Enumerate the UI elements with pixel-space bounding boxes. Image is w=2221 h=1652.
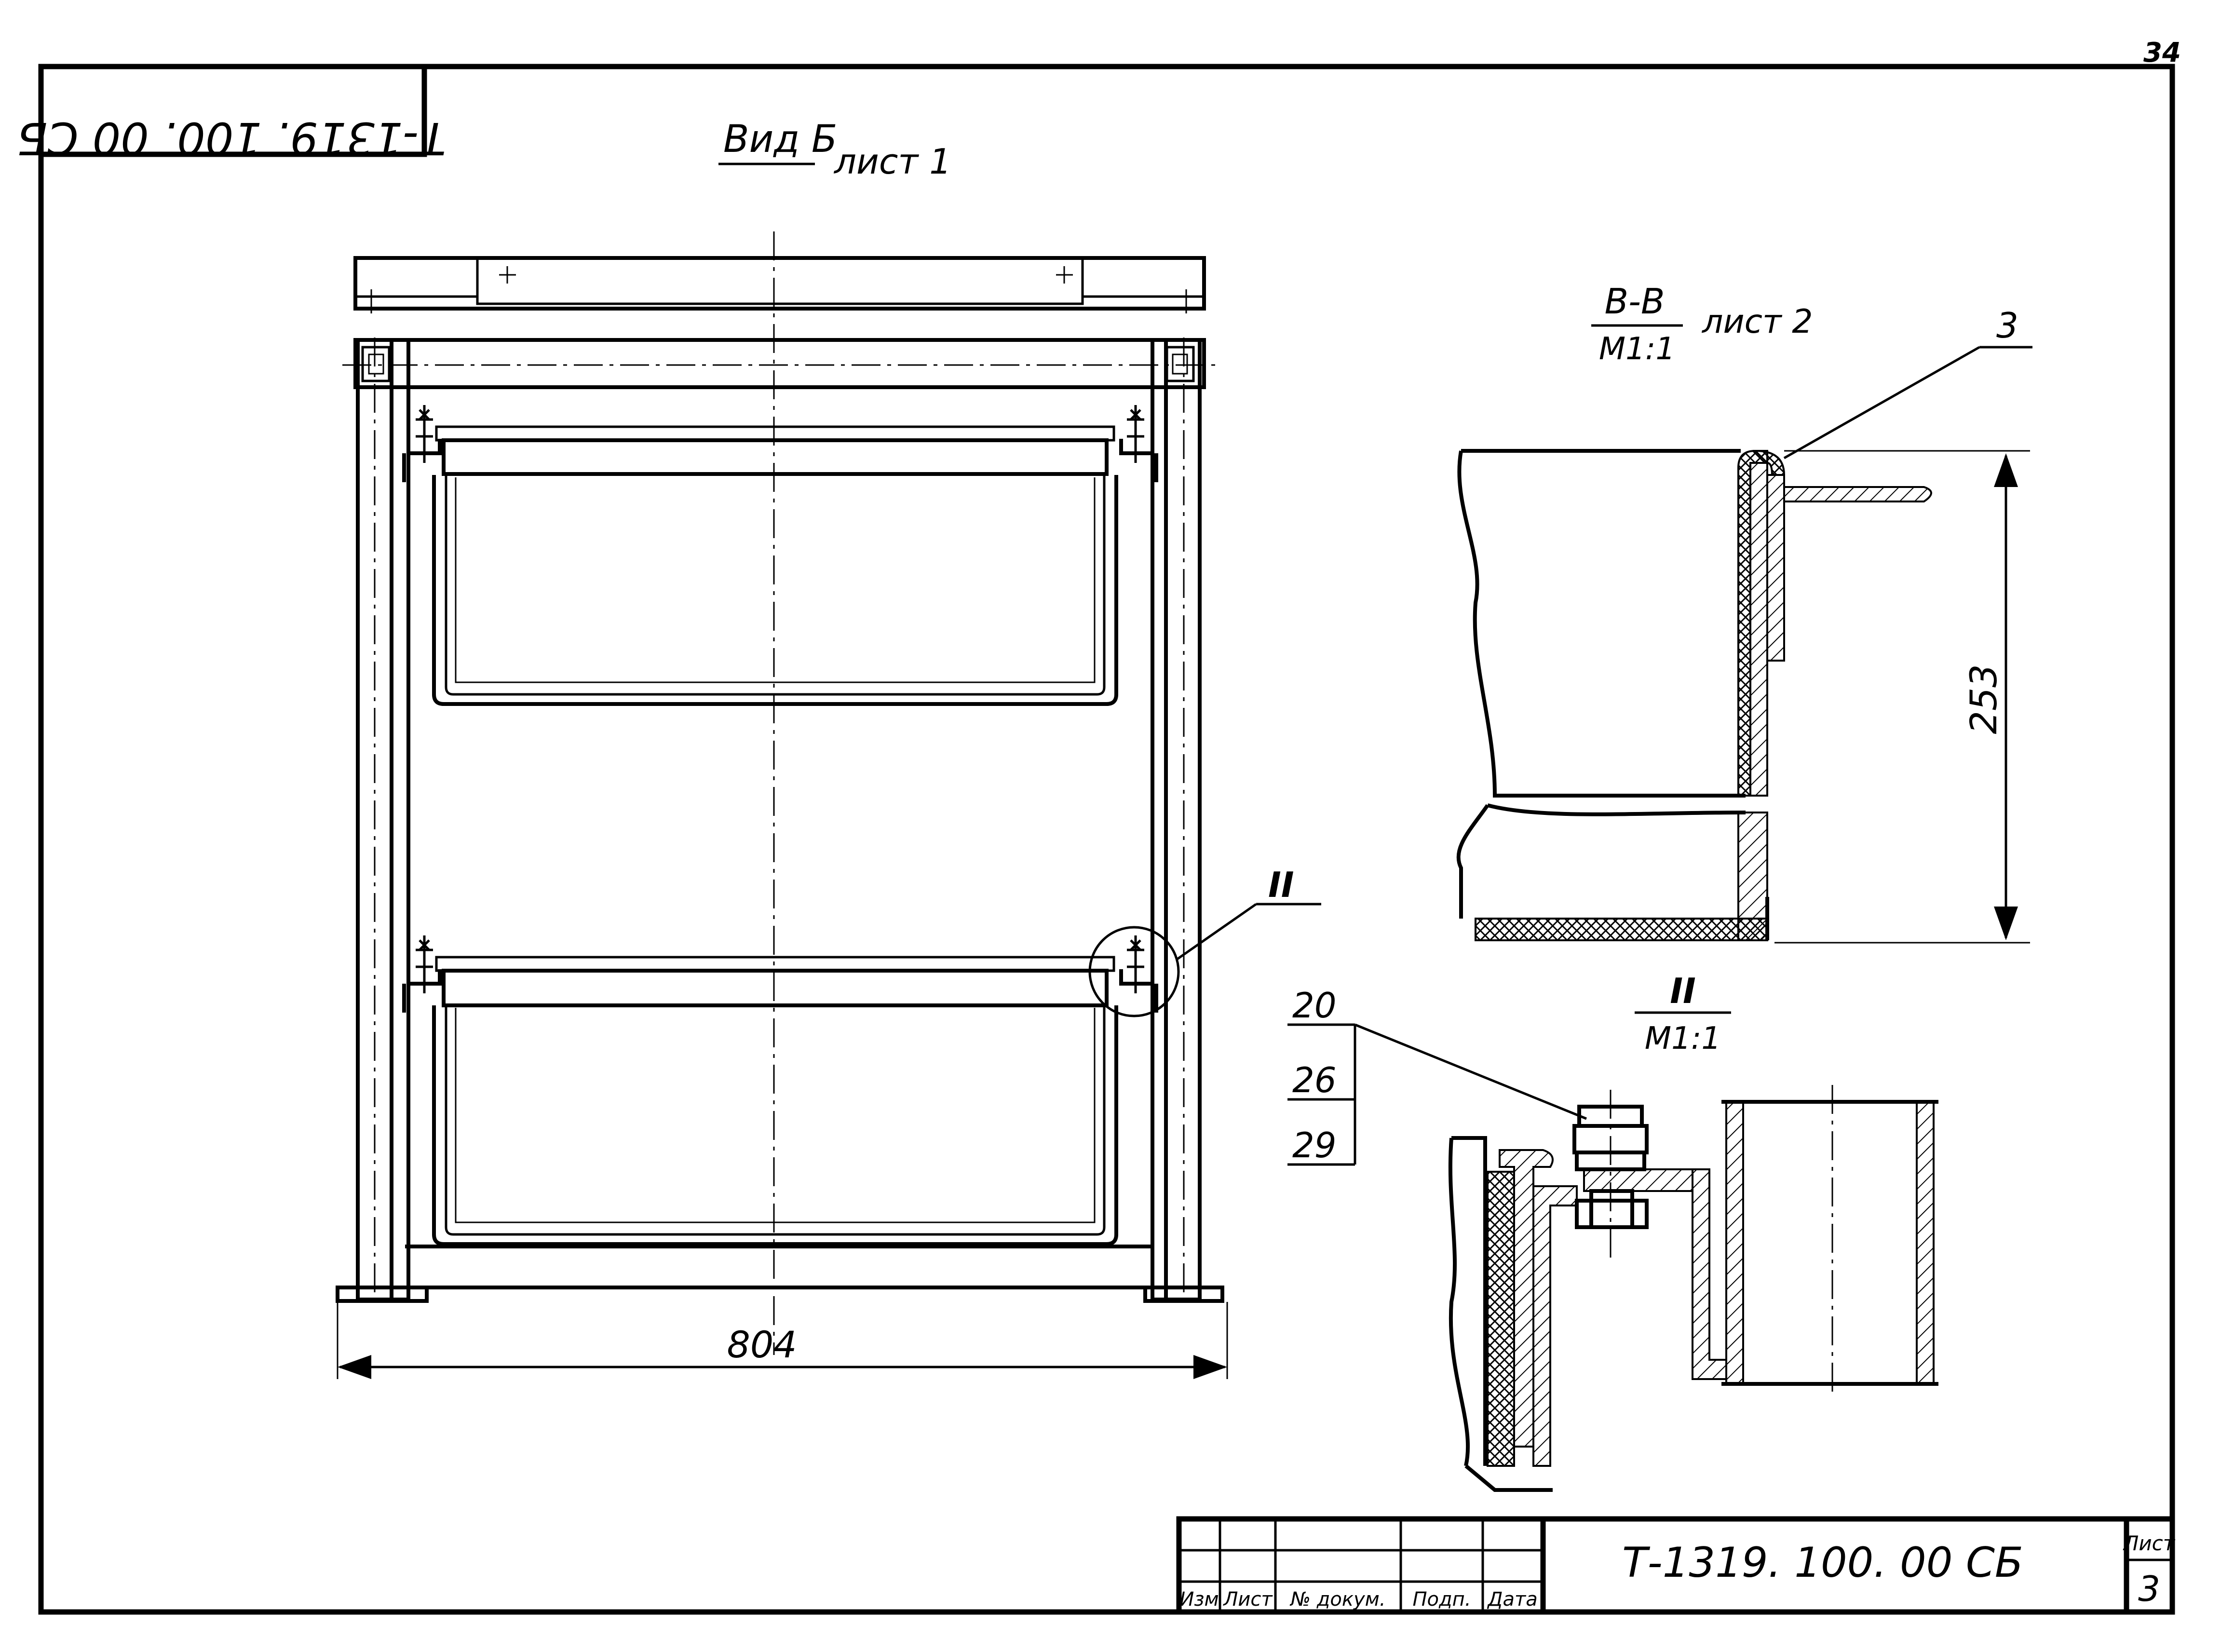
tb-col-doc: № докум. [1289,1588,1385,1611]
rotated-designation: Т-1319. 100. 00 СБ [17,112,446,164]
detail-ii-scale: М1:1 [1645,1021,1721,1056]
section-bb-sheet-ref: лист 2 [1701,303,1813,341]
rotated-designation-box: Т-1319. 100. 00 СБ [17,67,446,164]
position-26: 26 [1292,1060,1337,1100]
view-b-title: Вид Б [723,118,837,161]
tb-col-date: Дата [1487,1588,1538,1611]
corner-page-number: 34 [2143,37,2181,68]
height-dimension: 253 [1962,664,2005,734]
tb-sheet-label: Лист [2123,1531,2176,1555]
view-b-sheet-ref: лист 1 [833,141,951,182]
position-29: 29 [1292,1125,1337,1165]
tb-sheet-number: 3 [2138,1569,2160,1609]
section-bb-position-3: 3 [1996,305,2018,346]
section-bb-scale: М1:1 [1599,331,1675,367]
tb-designation: Т-1319. 100. 00 СБ [1622,1539,2023,1587]
width-dimension: 804 [727,1323,797,1366]
section-bb-title: В-В [1605,281,1665,322]
detail-circle-ii [1088,926,1180,1017]
detail-ii-title: II [1670,971,1696,1011]
section-bb: В-В М1:1 лист 2 3 253 [1456,281,2032,944]
tb-col-list: Лист [1222,1588,1273,1611]
detail-ii: II М1:1 20 26 29 [1287,971,1938,1492]
tb-col-izm: Изм [1179,1588,1219,1611]
position-20: 20 [1292,985,1337,1026]
detail-callout-ii: II [1268,865,1294,905]
title-block: Изм Лист № докум. Подп. Дата Т-1319. 100… [1176,1516,2176,1615]
tb-col-sign: Подп. [1412,1588,1471,1611]
sheet-frame [38,64,2175,1615]
view-b: Вид Б лист 1 [336,118,1321,1379]
